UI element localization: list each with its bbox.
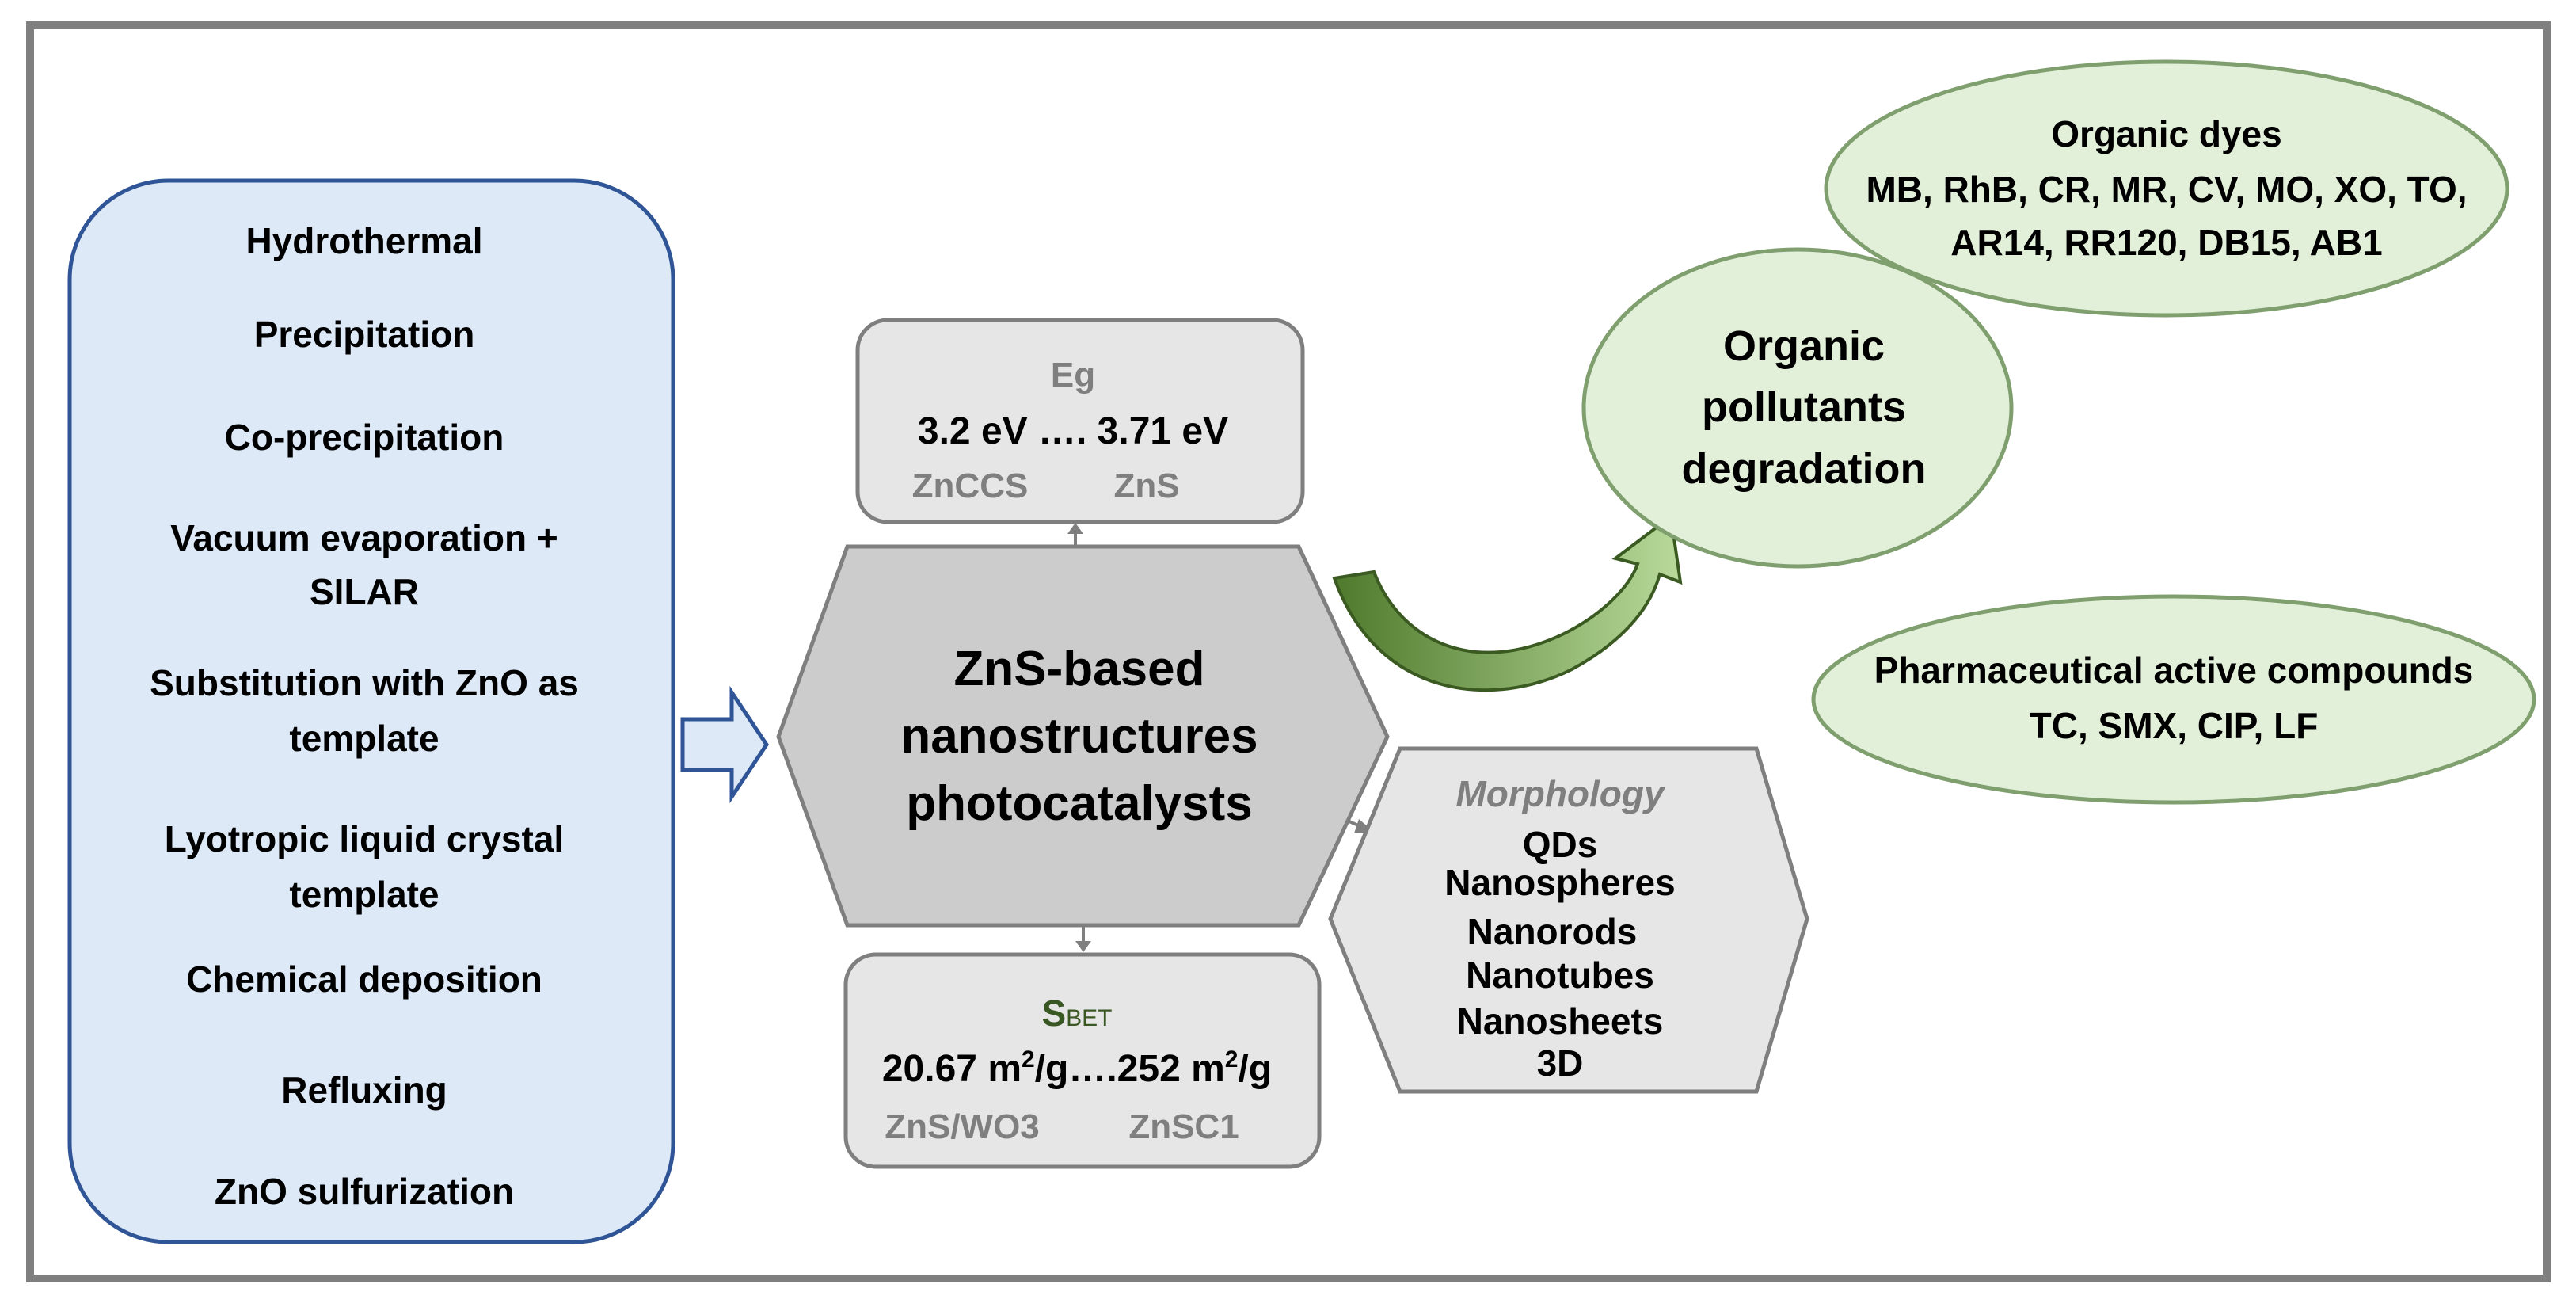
- method-item: Co-precipitation: [225, 417, 504, 458]
- curved-arrow-icon: [1332, 513, 1683, 692]
- organic-dyes-line: MB, RhB, CR, MR, CV, MO, XO, TO,: [1866, 169, 2467, 210]
- band-gap-rect: [855, 318, 1305, 524]
- morphology-item: Nanotubes: [1466, 955, 1654, 996]
- morphology-label: Morphology: [1455, 773, 1666, 814]
- pharmaceutical-ellipse: Pharmaceutical active compounds TC, SMX,…: [1811, 594, 2536, 805]
- band-gap-range: 3.2 eV …. 3.71 eV: [918, 410, 1228, 452]
- organic-dyes-shape: [1824, 59, 2509, 318]
- pollutants-line: Organic: [1723, 322, 1885, 370]
- methods-list: Hydrothermal Precipitation Co-precipitat…: [150, 220, 579, 1212]
- pollutants-line: pollutants: [1702, 383, 1906, 431]
- pharmaceutical-line: TC, SMX, CIP, LF: [2030, 705, 2319, 746]
- center-hexagon: ZnS-based nanostructures photocatalysts: [776, 544, 1390, 928]
- organic-dyes-title: Organic dyes: [2051, 113, 2281, 154]
- organic-dyes-ellipse: Organic dyes MB, RhB, CR, MR, CV, MO, XO…: [1824, 59, 2509, 318]
- center-title-line: ZnS-based: [954, 642, 1205, 696]
- pharmaceutical-shape: [1811, 594, 2536, 805]
- surface-area-high-material: ZnSC1: [1128, 1107, 1239, 1146]
- methods-box: [67, 178, 675, 1244]
- method-item: Chemical deposition: [186, 958, 542, 1000]
- method-item: template: [289, 874, 439, 915]
- band-gap-low-material: ZnCCS: [912, 467, 1029, 505]
- center-hexagon-shape: [776, 544, 1390, 928]
- method-item: SILAR: [310, 571, 419, 612]
- method-item: Hydrothermal: [245, 220, 482, 261]
- pollutants-circle: Organic pollutants degradation: [1581, 247, 2014, 569]
- center-title-line: photocatalysts: [906, 776, 1253, 831]
- surface-area-low-material: ZnS/WO3: [885, 1107, 1040, 1146]
- center-title-line: nanostructures: [900, 709, 1258, 764]
- morphology-hexagon: Morphology QDs Nanospheres Nanorods Nano…: [1328, 746, 1809, 1094]
- morphology-hexagon-shape: [1328, 746, 1809, 1094]
- pharmaceutical-title: Pharmaceutical active compounds: [1874, 650, 2474, 691]
- pollutants-line: degradation: [1681, 445, 1926, 493]
- morphology-item: Nanorods: [1467, 911, 1638, 952]
- method-item: Substitution with ZnO as: [150, 662, 579, 703]
- method-item: template: [289, 718, 439, 759]
- method-item: Vacuum evaporation +: [170, 517, 558, 558]
- surface-area-label: SBET: [1041, 993, 1112, 1034]
- morphology-item: Nanosheets: [1457, 1000, 1664, 1042]
- surface-area-rect: [843, 952, 1322, 1169]
- organic-dyes-line: AR14, RR120, DB15, AB1: [1950, 222, 2382, 263]
- surface-area-range: 20.67 m2/g….252 m2/g: [882, 1046, 1272, 1090]
- method-item: Precipitation: [254, 314, 475, 355]
- band-gap-label: Eg: [1051, 356, 1095, 394]
- connector-arrow-up-icon: [1067, 523, 1083, 547]
- pollutants-ellipse: [1581, 247, 2014, 569]
- morphology-item: QDs: [1523, 824, 1598, 865]
- surface-area-box: SBET 20.67 m2/g….252 m2/g ZnS/WO3 ZnSC1: [843, 952, 1322, 1169]
- synthesis-methods-panel: Hydrothermal Precipitation Co-precipitat…: [67, 178, 675, 1244]
- band-gap-high-material: ZnS: [1113, 467, 1179, 505]
- morphology-item: Nanospheres: [1444, 862, 1675, 903]
- block-arrow-right-icon: [680, 685, 770, 804]
- method-item: Refluxing: [281, 1069, 447, 1111]
- connector-arrow-down-icon: [1075, 925, 1091, 952]
- morphology-item: 3D: [1537, 1042, 1584, 1084]
- band-gap-box: Eg 3.2 eV …. 3.71 eV ZnCCS ZnS: [855, 318, 1305, 524]
- method-item: ZnO sulfurization: [215, 1171, 514, 1212]
- method-item: Lyotropic liquid crystal: [165, 818, 564, 859]
